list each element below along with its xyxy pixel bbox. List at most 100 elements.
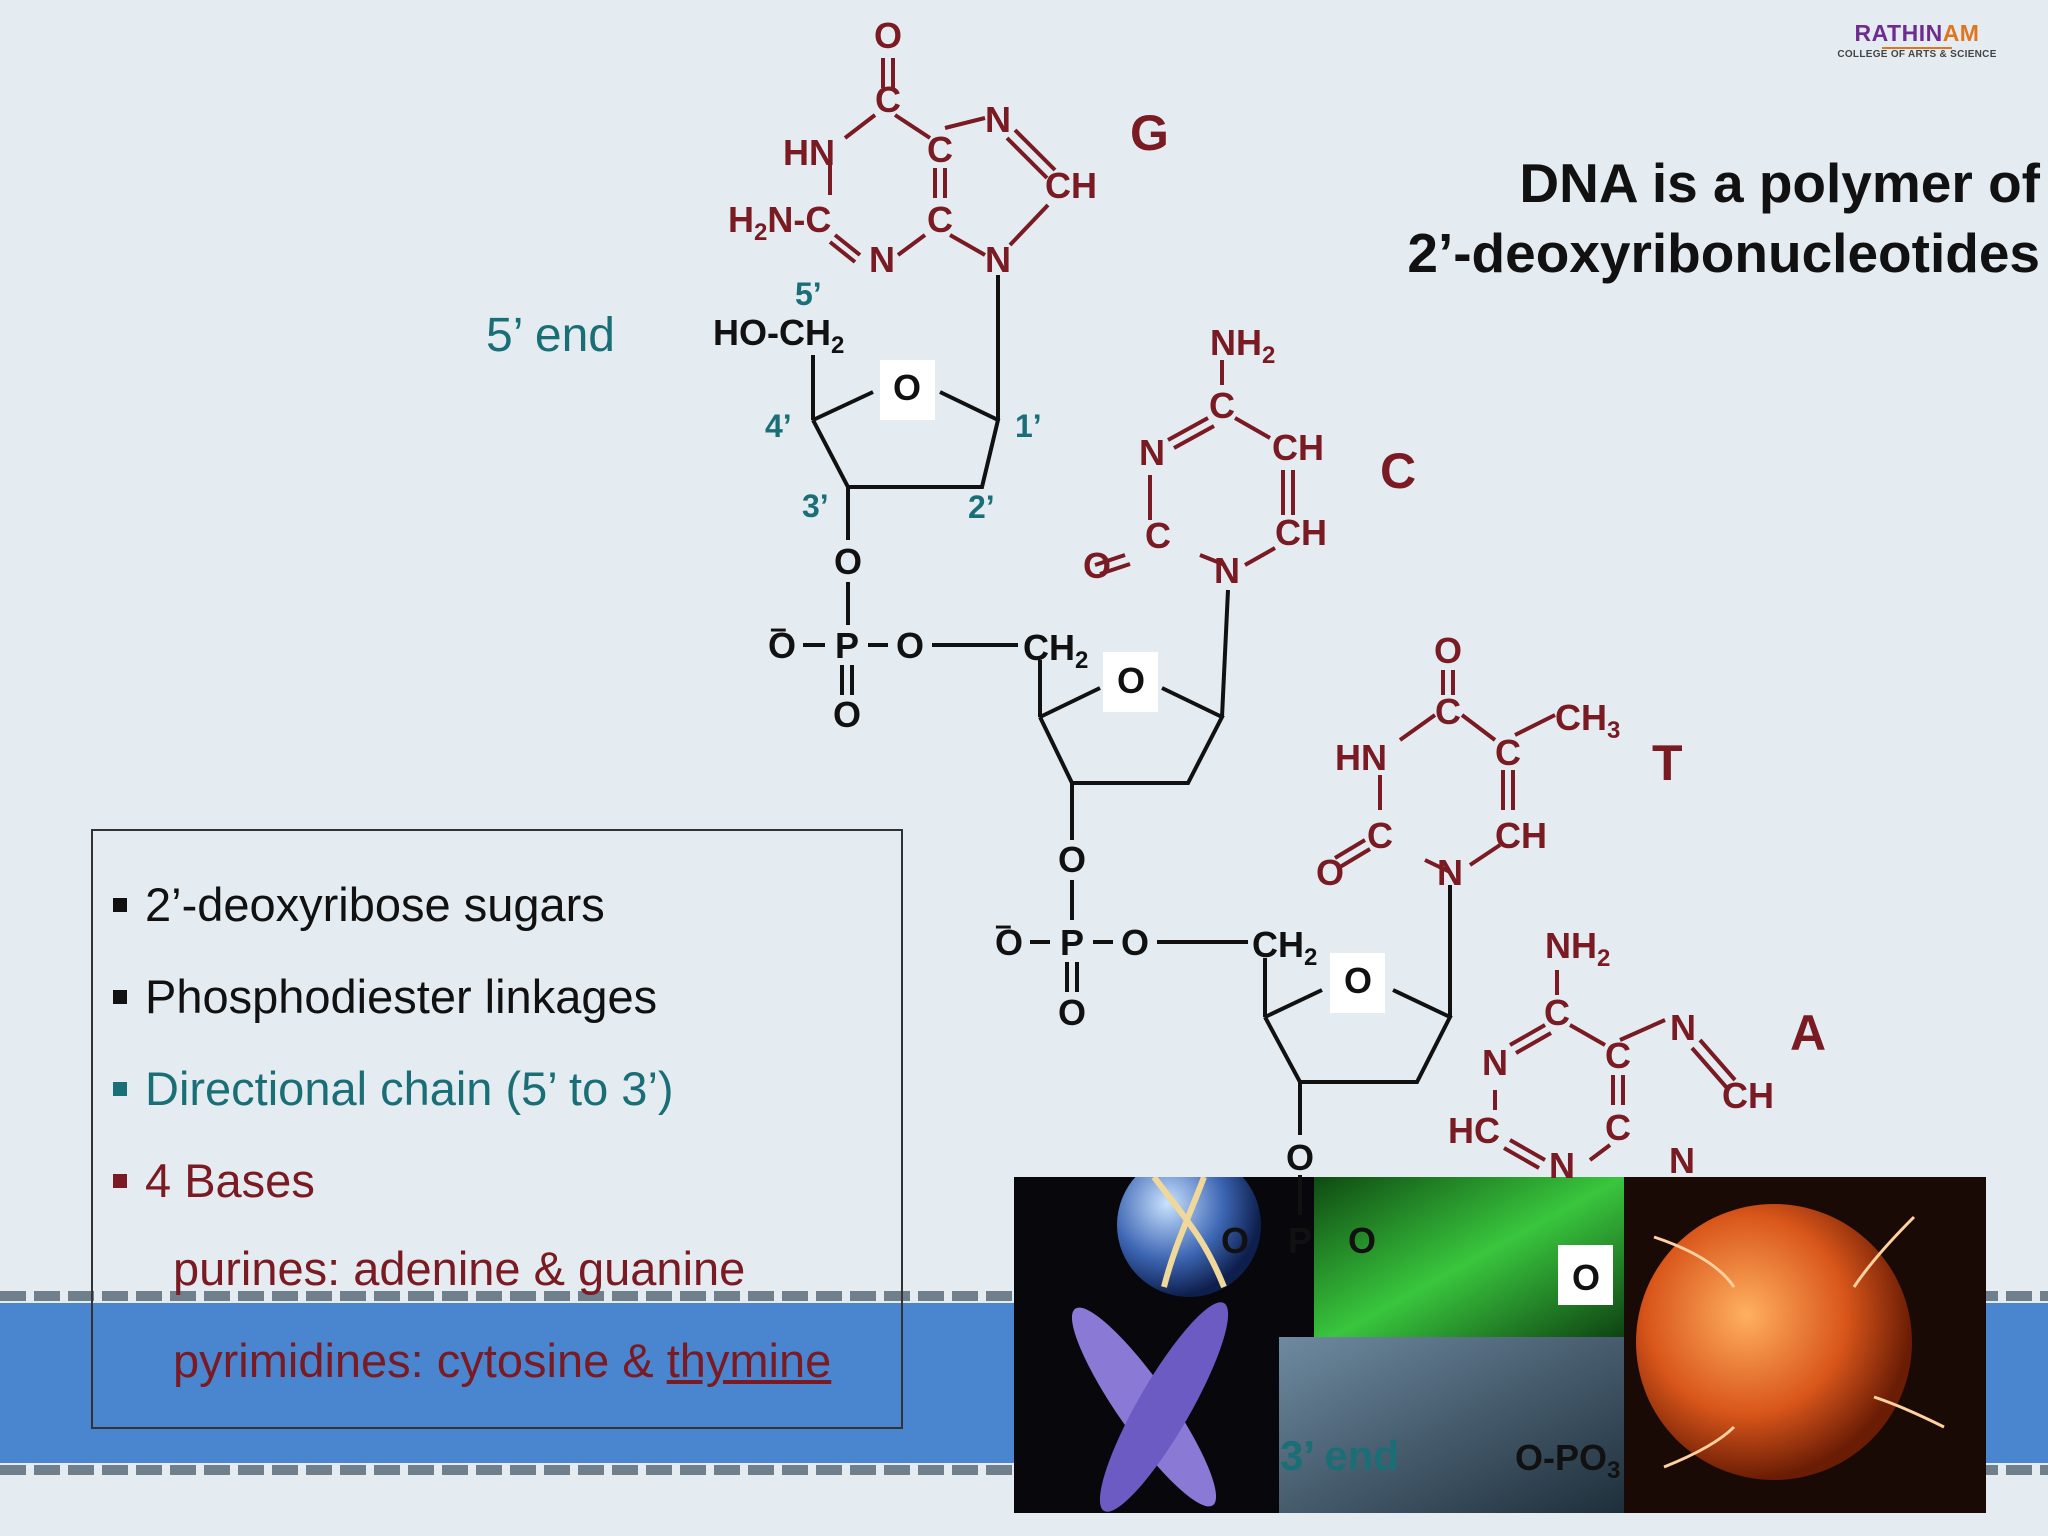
photo-collage-art	[1014, 1177, 1986, 1513]
adenine-nitrogen: N	[1482, 1042, 1508, 1083]
three-prime-end-label: 3’ end	[1280, 1432, 1399, 1479]
cytosine-amino: NH2	[1210, 322, 1275, 369]
pyrimidines-line: pyrimidines: cytosine & thymine	[173, 1315, 831, 1407]
subscript: 2	[1304, 944, 1317, 971]
logo-name-part: RATHIN	[1854, 20, 1943, 46]
adenine-hc: HC	[1448, 1110, 1500, 1151]
amino-tail: N-C	[767, 199, 831, 240]
oxygen-label: O	[1121, 922, 1149, 963]
sugar-oxygen-box	[1103, 652, 1158, 712]
photo-collage	[1014, 1177, 1986, 1513]
ch2-text: CH	[1023, 627, 1075, 668]
ch2-text: CH	[1252, 924, 1304, 965]
photo-panel-tissue	[1279, 1337, 1629, 1513]
logo-name-accent: AM	[1942, 20, 1980, 46]
backbone-bonds	[803, 275, 1453, 1215]
logo-subtitle: COLLEGE OF ARTS & SCIENCE	[1837, 49, 1997, 60]
carbon-number-1: 1’	[1015, 408, 1042, 444]
sugar-oxygen-box	[1330, 953, 1385, 1013]
cytosine-nitrogen: N	[1139, 432, 1165, 473]
logo-underline	[1882, 47, 1952, 49]
ring-oxygen-label: O	[1344, 960, 1372, 1001]
pyrimidines-prefix: pyrimidines: cytosine &	[173, 1334, 667, 1387]
thymine-oxygen: O	[1316, 852, 1344, 893]
bullet-item: Directional chain (5’ to 3’)	[113, 1043, 674, 1135]
ring-oxygen-label: O	[1572, 1257, 1600, 1298]
adenine-ch: CH	[1722, 1075, 1774, 1116]
carbon-number-5: 5’	[795, 276, 822, 312]
thymine-nitrogen: N	[1437, 852, 1463, 893]
guanine-amino: H2N-C	[728, 199, 831, 246]
title-line-1: DNA is a polymer of	[1519, 152, 2040, 214]
sugar-oxygen-box	[880, 360, 935, 420]
purines-line: purines: adenine & guanine	[173, 1242, 746, 1295]
subscript: 3	[1607, 717, 1620, 744]
oxygen-label: O	[995, 922, 1023, 963]
dna-sphere-image	[1117, 1177, 1261, 1297]
guanine-hn: HN	[783, 132, 835, 173]
backbone-atoms: O O O O HO-CH2 O O – P O O CH2 O O – P O…	[713, 312, 1620, 1484]
thymine-carbon: C	[1495, 732, 1521, 773]
bullet-item: Phosphodiester linkages	[113, 951, 674, 1043]
cytosine-nitrogen: N	[1214, 550, 1240, 591]
cytosine-carbon: C	[1209, 385, 1235, 426]
thymine-carbon: C	[1367, 815, 1393, 856]
subscript: 2	[1262, 342, 1275, 369]
guanine-nitrogen: N	[985, 239, 1011, 280]
adenine-amino: NH2	[1545, 925, 1610, 972]
bullet-item: 2’-deoxyribose sugars	[113, 859, 674, 951]
thymine-ch: CH	[1495, 815, 1547, 856]
thymine-methyl: CH3	[1555, 697, 1620, 744]
bullet-text: Phosphodiester linkages	[145, 970, 658, 1023]
ch2-label: CH2	[1023, 627, 1088, 674]
base-letter-c: C	[1380, 443, 1416, 499]
egg-cell-image	[1636, 1204, 1912, 1480]
adenine-carbon: C	[1544, 992, 1570, 1033]
thymine-oxygen: O	[1434, 630, 1462, 671]
cytosine-ch: CH	[1272, 427, 1324, 468]
chromosome-image	[1071, 1302, 1229, 1512]
slide-title: DNA is a polymer of 2’-deoxyribonucleoti…	[1300, 148, 2040, 288]
bullet-item: 4 Bases	[113, 1135, 674, 1227]
ho-ch2-label: HO-CH2	[713, 312, 844, 359]
thymine-carbon: C	[1435, 691, 1461, 732]
oxygen-label: O	[768, 625, 796, 666]
phosphorus-label: P	[1288, 1220, 1312, 1261]
cytosine-oxygen: O	[1083, 545, 1111, 586]
phosphorus-label: P	[835, 625, 859, 666]
guanine-carbon: C	[927, 129, 953, 170]
carbon-number-3: 3’	[802, 488, 829, 524]
subscript: 2	[831, 332, 844, 359]
phosphorus-label: P	[1060, 922, 1084, 963]
five-prime-end-label: 5’ end	[486, 309, 615, 362]
oxygen-label: O	[896, 625, 924, 666]
oxygen-label: O	[1286, 1137, 1314, 1178]
sugar-oxygen-box	[1558, 1245, 1613, 1305]
logo-name: RATHINAM	[1832, 20, 2002, 47]
carbon-numbering: 5’ 4’ 3’ 2’ 1’	[765, 276, 1042, 525]
minus-sign: –	[995, 909, 1012, 942]
adenine-nitrogen: N	[1549, 1145, 1575, 1186]
cytosine-carbon: C	[1145, 515, 1171, 556]
o-po3-label: O-PO3	[1515, 1437, 1620, 1484]
nh2-text: NH	[1545, 925, 1597, 966]
oxygen-label: O	[1221, 1220, 1249, 1261]
ring-oxygen-label: O	[1117, 660, 1145, 701]
guanine-carbon: C	[875, 79, 901, 120]
adenine-carbon: C	[1605, 1035, 1631, 1076]
thymine-link-text: thymine	[666, 1334, 832, 1387]
guanine-nitrogen: N	[985, 99, 1011, 140]
ho-ch2-text: HO-CH	[713, 312, 831, 353]
o-po3-text: O-PO	[1515, 1437, 1607, 1478]
bullet-square-icon	[113, 898, 127, 912]
oxygen-label: O	[833, 694, 861, 735]
adenine-nitrogen: N	[1670, 1007, 1696, 1048]
amino-h: H	[728, 199, 754, 240]
bullet-square-icon	[113, 1174, 127, 1188]
ch3-text: CH	[1555, 697, 1607, 738]
base-atoms: O C HN C N CH C N N H2N-C G NH2 C N CH C…	[728, 15, 1826, 1186]
summary-box: 2’-deoxyribose sugars Phosphodiester lin…	[91, 829, 903, 1429]
subscript: 2	[754, 219, 767, 246]
adenine-carbon: C	[1605, 1107, 1631, 1148]
